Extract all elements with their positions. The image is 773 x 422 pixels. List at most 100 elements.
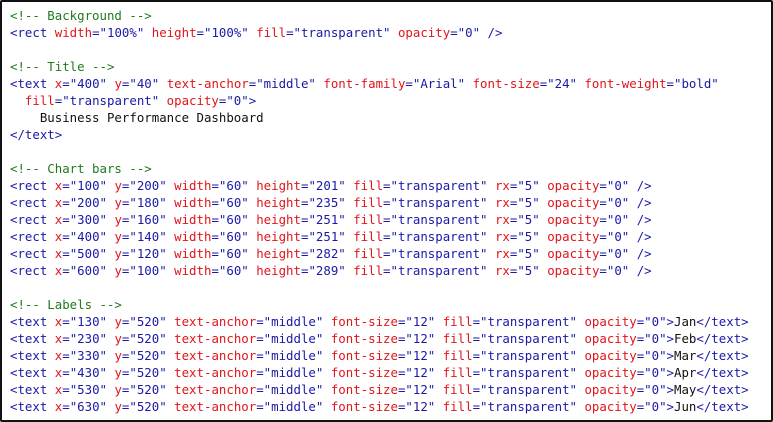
code-token-attr: rx [494, 229, 510, 244]
code-token-val: ="transparent" [54, 93, 167, 108]
code-token-val: ="0"> [636, 348, 674, 363]
code-token-val: ="520" [121, 399, 175, 414]
code-token-text: Mar [674, 348, 697, 363]
code-token-val: ="transparent" [383, 229, 495, 244]
code-token-attr: rx [494, 263, 510, 278]
code-token-tag: <rect [10, 212, 55, 227]
code-token-attr: height [256, 229, 301, 244]
code-token-val: ="60" [211, 246, 257, 261]
code-token-val: ="bold" [666, 76, 719, 91]
code-token-val: ="middle" [256, 382, 331, 397]
code-token-attr: fill [24, 93, 55, 108]
code-token-text: May [674, 382, 697, 397]
code-token-val: ="160" [121, 212, 175, 227]
code-token-attr: x [54, 348, 63, 363]
code-token-val: ="520" [121, 382, 175, 397]
code-line [10, 279, 749, 296]
code-token-val: ="transparent" [472, 314, 585, 329]
code-token-val: ="289" [300, 263, 354, 278]
code-token-attr: y [114, 263, 122, 278]
code-token-val: ="520" [121, 365, 175, 380]
code-token-attr: opacity [584, 348, 637, 363]
code-token-val: ="630" [62, 399, 115, 414]
code-token-val: ="520" [121, 331, 175, 346]
code-token-attr: font-size [472, 76, 540, 91]
code-token-attr: opacity [547, 195, 600, 210]
code-token-val: ="60" [211, 229, 257, 244]
code-token-tag: </text> [696, 365, 749, 380]
code-token-text [10, 93, 25, 108]
code-line: fill="transparent" opacity="0"> [10, 92, 749, 109]
code-token-val: ="0" /> [599, 263, 652, 278]
code-token-val: ="middle" [256, 399, 331, 414]
code-token-tag: <text [10, 331, 55, 346]
code-line [10, 41, 749, 58]
code-token-comment: <!-- Background --> [10, 8, 152, 23]
code-token-val: ="600" [62, 263, 115, 278]
code-token-val: ="0" /> [450, 25, 503, 40]
code-token-val: ="transparent" [383, 246, 495, 261]
code-token-attr: opacity [166, 93, 219, 108]
code-token-val: ="Arial" [405, 76, 473, 91]
code-token-tag: </text> [696, 399, 749, 414]
code-line: <text x="400" y="40" text-anchor="middle… [10, 75, 749, 92]
code-token-val: ="5" [509, 195, 548, 210]
code-token-val: ="130" [62, 314, 115, 329]
code-token-attr: font-size [330, 331, 398, 346]
code-token-val: ="520" [121, 348, 175, 363]
code-token-val: ="transparent" [383, 263, 495, 278]
code-token-text: Feb [674, 331, 697, 346]
code-token-attr: x [54, 212, 63, 227]
code-token-tag: </text> [696, 331, 749, 346]
code-token-val: ="251" [300, 212, 354, 227]
code-line: <rect x="200" y="180" width="60" height=… [10, 194, 749, 211]
code-line: <text x="330" y="520" text-anchor="middl… [10, 347, 749, 364]
code-token-attr: fill [442, 399, 473, 414]
code-token-val: ="530" [62, 382, 115, 397]
code-line: <rect x="500" y="120" width="60" height=… [10, 245, 749, 262]
code-token-attr: font-size [330, 382, 398, 397]
code-token-attr: fill [353, 178, 384, 193]
code-token-val: ="middle" [248, 76, 324, 91]
code-token-attr: opacity [547, 263, 600, 278]
code-token-tag: <rect [10, 178, 55, 193]
code-line: <text x="130" y="520" text-anchor="middl… [10, 313, 749, 330]
code-token-val: ="120" [121, 246, 175, 261]
code-token-val: ="transparent" [472, 399, 585, 414]
code-token-tag: </text> [696, 348, 749, 363]
code-line: <rect x="400" y="140" width="60" height=… [10, 228, 749, 245]
code-line: <rect width="100%" height="100%" fill="t… [10, 24, 749, 41]
code-token-val: ="200" [121, 178, 175, 193]
code-token-val: ="transparent" [472, 331, 585, 346]
code-token-val: ="0"> [636, 399, 674, 414]
code-token-attr: font-size [330, 314, 398, 329]
code-line: <text x="230" y="520" text-anchor="middl… [10, 330, 749, 347]
code-token-attr: x [54, 246, 63, 261]
code-token-val: ="0"> [636, 382, 674, 397]
code-token-val: ="40" [121, 76, 167, 91]
code-token-tag: <rect [10, 195, 55, 210]
code-token-attr: x [54, 365, 63, 380]
code-token-val: ="12" [397, 314, 443, 329]
code-token-tag: </text> [696, 314, 749, 329]
code-token-attr: text-anchor [174, 382, 257, 397]
code-token-attr: y [114, 212, 122, 227]
code-token-val: ="140" [121, 229, 175, 244]
code-token-tag: <text [10, 76, 55, 91]
code-line: <!-- Title --> [10, 58, 749, 75]
code-token-val: ="middle" [256, 365, 331, 380]
code-token-attr: opacity [547, 246, 600, 261]
code-token-attr: height [256, 178, 301, 193]
code-token-tag: <text [10, 348, 55, 363]
code-token-attr: x [54, 331, 63, 346]
code-token-val: ="330" [62, 348, 115, 363]
code-token-attr: fill [353, 263, 384, 278]
code-token-attr: text-anchor [174, 348, 257, 363]
code-line: <!-- Background --> [10, 7, 749, 24]
code-token-attr: x [54, 399, 63, 414]
code-token-attr: fill [442, 331, 473, 346]
code-token-val: ="middle" [256, 331, 331, 346]
code-token-attr: height [256, 212, 301, 227]
code-token-attr: x [54, 195, 63, 210]
code-token-text: Apr [674, 365, 697, 380]
